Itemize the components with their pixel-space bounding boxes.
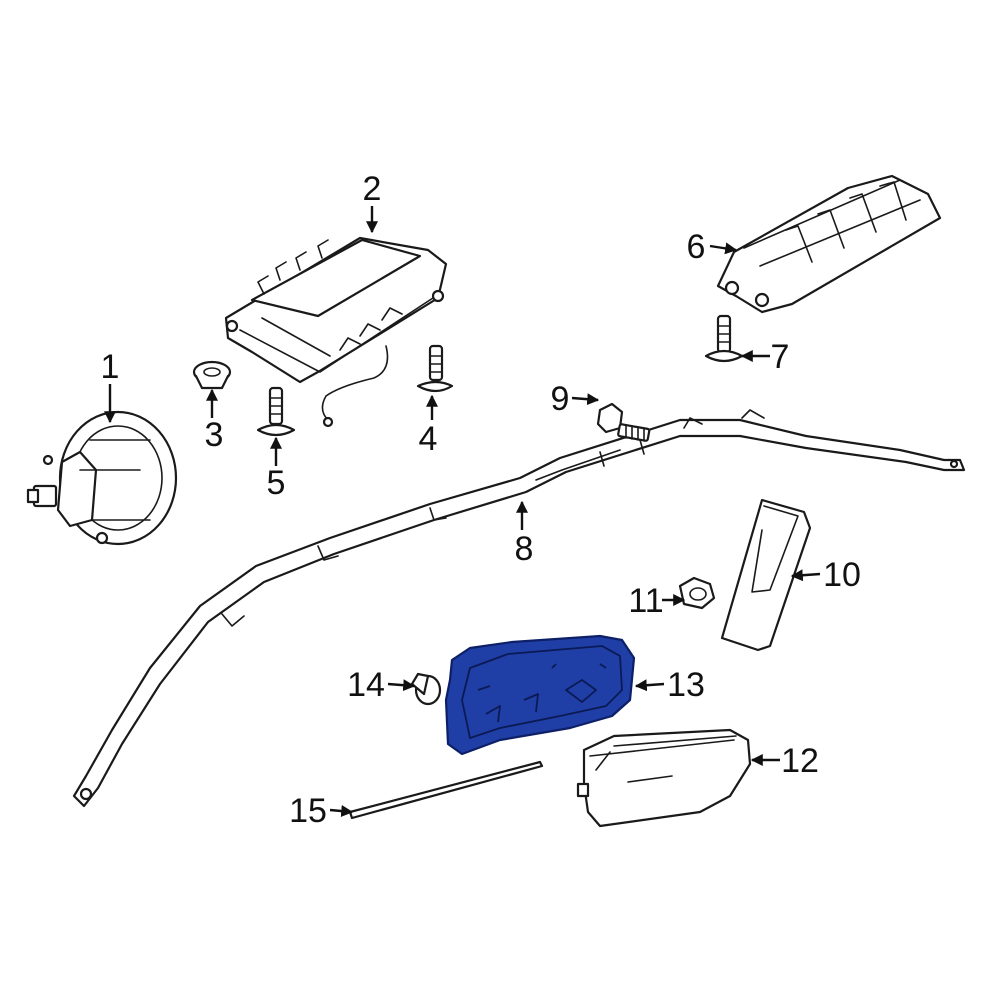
callout-5[interactable]: 5	[267, 464, 286, 502]
part-7-stud[interactable]	[704, 314, 744, 363]
part-3-clip[interactable]	[192, 360, 232, 390]
callout-7[interactable]: 7	[771, 338, 790, 376]
callout-11[interactable]: 11	[628, 582, 663, 620]
part-14-push-pin[interactable]	[410, 672, 442, 706]
part-1-clockspring[interactable]	[26, 410, 178, 546]
part-10-cover[interactable]	[720, 498, 812, 652]
part-9-bolt[interactable]	[596, 402, 651, 442]
callout-13[interactable]: 13	[667, 666, 705, 704]
part-15-strip[interactable]	[348, 760, 544, 820]
part-12-passenger-airbag[interactable]	[576, 728, 752, 828]
leader-6	[709, 242, 738, 255]
callout-3[interactable]: 3	[205, 416, 224, 454]
callout-15[interactable]: 15	[289, 792, 327, 830]
part-4-stud[interactable]	[416, 344, 454, 393]
callout-6[interactable]: 6	[687, 228, 706, 266]
leader-13	[634, 679, 665, 692]
leader-10	[790, 569, 821, 582]
part-6-knee-airbag[interactable]	[716, 174, 942, 314]
callout-8[interactable]: 8	[515, 530, 534, 568]
leader-9	[571, 393, 600, 406]
part-8-curtain-airbag[interactable]	[72, 409, 966, 808]
callout-4[interactable]: 4	[419, 420, 438, 458]
leader-lines	[104, 206, 821, 817]
callout-2[interactable]: 2	[363, 170, 382, 208]
part-13-housing[interactable]	[444, 634, 636, 756]
part-11-nut[interactable]	[678, 576, 716, 610]
part-5-stud[interactable]	[256, 386, 296, 437]
leader-14	[387, 679, 416, 692]
leader-15	[329, 805, 354, 817]
part-2-airbag-module[interactable]	[224, 236, 448, 428]
callout-14[interactable]: 14	[347, 666, 385, 704]
callout-10[interactable]: 10	[823, 556, 861, 594]
callout-9[interactable]: 9	[551, 380, 570, 418]
callout-12[interactable]: 12	[781, 742, 819, 780]
callout-labels: 1 2 3 4 5 6 7 8 9 10 11 12 13 14 15	[101, 170, 861, 830]
callout-1[interactable]: 1	[101, 348, 120, 386]
